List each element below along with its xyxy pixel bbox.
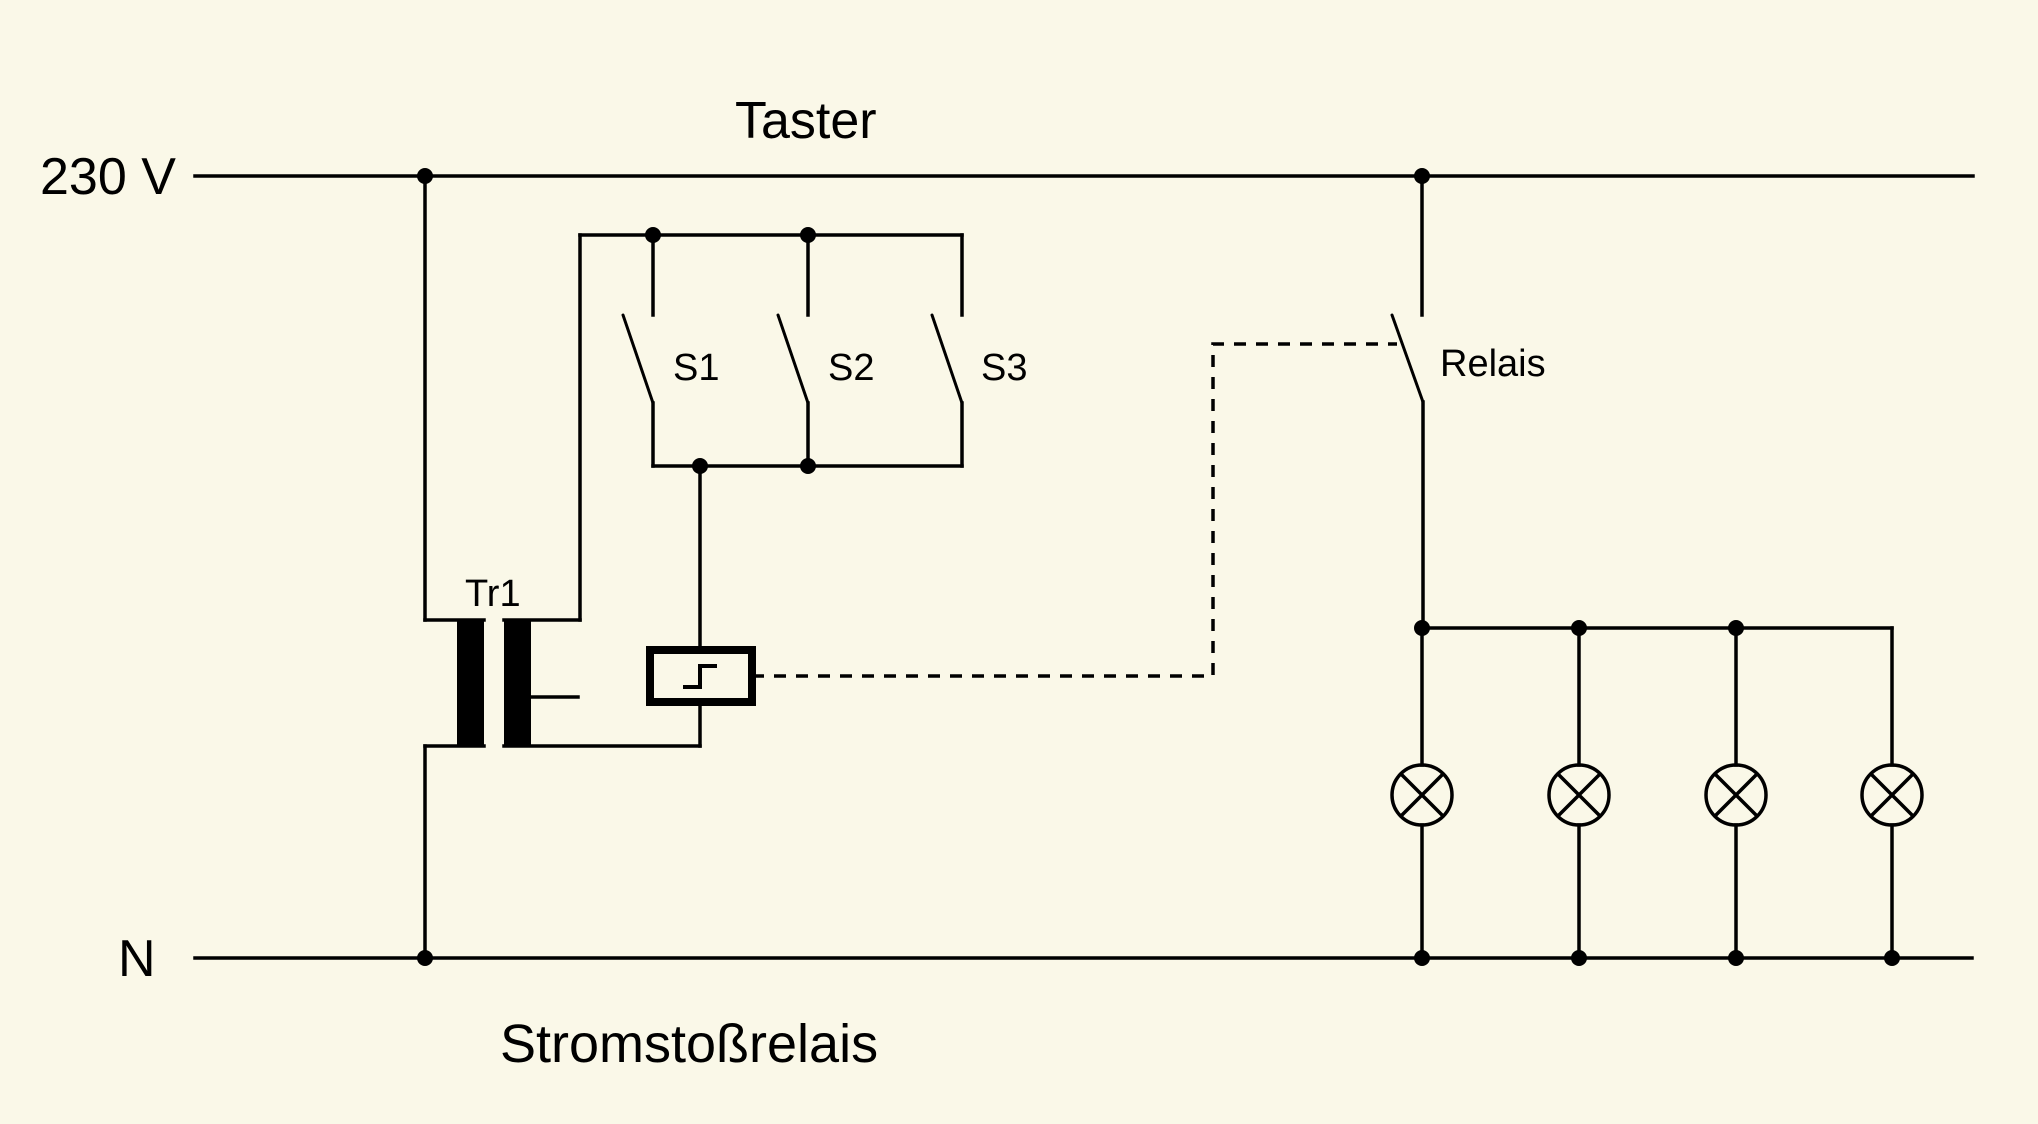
lamp-branch-3 (1704, 626, 1768, 960)
secondary-branch (502, 233, 702, 748)
neutral-label: N (118, 930, 156, 988)
s3-switch-blade-icon (930, 313, 964, 405)
transformer-primary-winding (457, 620, 484, 747)
diagram-caption: Stromstoßrelais (500, 1014, 878, 1074)
relay-switch-blade-icon (1390, 313, 1425, 404)
lamp-group (1390, 626, 1924, 960)
lamp-branch-2 (1547, 626, 1611, 960)
relay-contact-label: Relais (1440, 343, 1546, 385)
live-voltage-label: 230 V (40, 148, 176, 206)
relay-contact (1390, 174, 1425, 630)
pushbutton-s3-label: S3 (981, 347, 1027, 389)
transformer-label: Tr1 (465, 573, 521, 615)
pushbutton-s1-label: S1 (673, 347, 719, 389)
mechanical-link-dashed (752, 342, 1397, 678)
transformer-secondary-winding (504, 620, 531, 747)
pushbutton-s2-label: S2 (828, 347, 874, 389)
diagram-title: Taster (735, 92, 877, 150)
pushbutton-s1 (621, 233, 655, 468)
s1-switch-blade-icon (621, 313, 655, 405)
impulse-step-icon (683, 664, 717, 689)
junction-dots (417, 168, 1900, 966)
lamp-branch-1 (1390, 626, 1454, 960)
pushbutton-group (578, 233, 964, 468)
lamp-branch-4 (1860, 626, 1924, 960)
pushbutton-s2 (776, 233, 810, 468)
s2-switch-blade-icon (776, 313, 810, 405)
transformer-tr1-symbol (457, 620, 580, 747)
pushbutton-s3 (930, 233, 964, 468)
